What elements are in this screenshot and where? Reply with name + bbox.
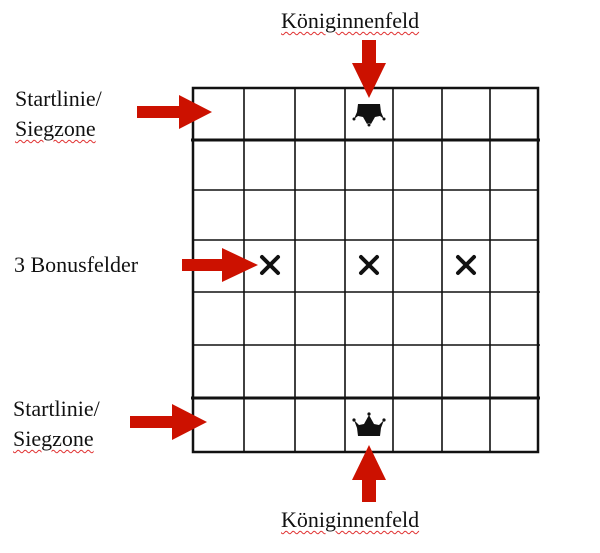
queen-field-label-bottom: Königinnenfeld <box>281 507 420 532</box>
bonus-cross-icons <box>260 255 476 275</box>
cross-icon <box>456 255 476 275</box>
start-line-label-bottom: Startlinie/ Siegzone <box>13 396 100 451</box>
crown-icon <box>352 412 386 436</box>
arrows <box>130 40 386 502</box>
bonus-fields-label: 3 Bonusfelder <box>14 252 139 277</box>
start-line-label-top: Startlinie/ Siegzone <box>15 86 102 141</box>
arrow-right-icon <box>130 404 207 440</box>
arrow-up-icon <box>352 445 386 502</box>
cross-icon <box>260 255 280 275</box>
arrow-right-icon <box>137 95 212 129</box>
cross-icon <box>359 255 379 275</box>
arrow-right-icon <box>182 248 258 282</box>
crown-icon-inverted <box>352 104 386 127</box>
arrow-down-icon <box>352 40 386 98</box>
queen-field-label-top: Königinnenfeld <box>281 8 420 33</box>
